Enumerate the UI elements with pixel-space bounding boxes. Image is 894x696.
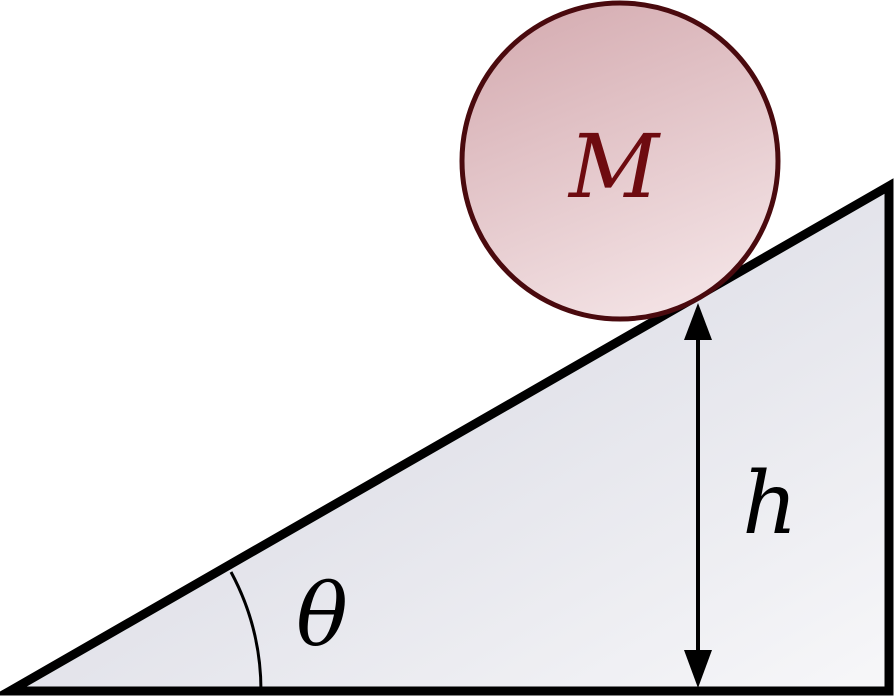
- height-arrow-head-bottom: [684, 650, 712, 688]
- mass-ball: [459, 0, 781, 322]
- ramp-triangle: [0, 178, 894, 696]
- angle-label: θ: [296, 566, 348, 666]
- angle-arc: [229, 571, 263, 692]
- height-arrow-head-top: [684, 303, 712, 340]
- height-label: h: [742, 454, 797, 554]
- mass-label: M: [567, 115, 661, 218]
